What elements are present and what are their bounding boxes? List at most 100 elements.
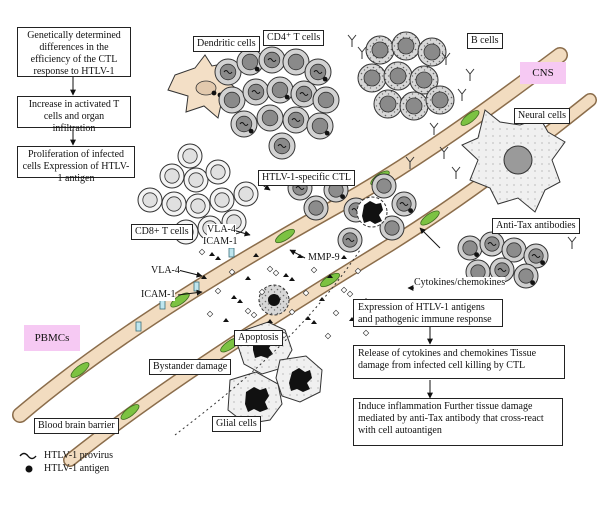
- infected-cell: [513, 263, 539, 289]
- chemokine-particle: [272, 269, 280, 277]
- b-cell: [399, 91, 429, 121]
- cytokine-particle: [231, 295, 237, 299]
- cd4-t-cell: [230, 110, 258, 138]
- antibody-icon: [405, 156, 415, 169]
- chemokine-particle: [340, 286, 348, 294]
- antibody-icon: [429, 122, 439, 135]
- b-cell: [373, 89, 403, 119]
- antibody-icon: [347, 34, 357, 47]
- legend-provirus-text: HTLV-1 provirus: [44, 450, 113, 461]
- cytokines-label: Cytokines/chemokines: [414, 277, 506, 289]
- infected-cell: [523, 243, 549, 269]
- cytokine-particle: [209, 252, 215, 256]
- infected-cell: [479, 231, 505, 257]
- vla4-upper-label: VLA-4: [207, 224, 236, 236]
- cd4-t-cell: [256, 104, 284, 132]
- cd8-t-cell: [137, 187, 163, 213]
- flow-box-antigen-expression: Expression of HTLV-1 antigens and pathog…: [353, 299, 503, 327]
- cd4-t-cell: [312, 86, 340, 114]
- cytokine-particle: [283, 273, 289, 277]
- antibody-icon: [457, 88, 467, 101]
- chemokine-particle: [346, 290, 354, 298]
- infected-cell: [457, 235, 483, 261]
- cd8-t-cell: [205, 159, 231, 185]
- flow-box-cytokine-release-text: Release of cytokines and chemokines Tiss…: [358, 348, 537, 371]
- infected-cell: [379, 215, 405, 241]
- b-cells-cluster: [357, 31, 455, 121]
- cd4-t-cell: [242, 78, 270, 106]
- cd8-t-cell: [183, 167, 209, 193]
- legend-antigen-text: HTLV-1 antigen: [44, 463, 110, 474]
- apoptosis-label: Apoptosis: [234, 330, 283, 346]
- cd8-t-cell: [177, 143, 203, 169]
- chemokine-particle: [206, 310, 214, 318]
- antibody-icon: [439, 146, 449, 159]
- infected-cell: [337, 227, 363, 253]
- cd8-t-cells-label: CD8+ T cells: [131, 224, 193, 240]
- chemokine-particle: [244, 307, 252, 315]
- flow-box-t-cell-increase-text: Increase in activated T cells and organ …: [28, 99, 120, 134]
- cytokine-particle: [223, 318, 229, 322]
- chemokine-particle: [258, 288, 266, 296]
- bbb-label: Blood brain barrier: [34, 418, 119, 434]
- b-cell: [365, 35, 395, 65]
- cd8-t-cell: [161, 191, 187, 217]
- cytokine-particle: [327, 274, 333, 278]
- cytokine-particle: [297, 254, 303, 258]
- chemokine-particle: [198, 248, 206, 256]
- infected-cell: [489, 257, 515, 283]
- icam1-upper-label: ICAM-1: [203, 236, 238, 248]
- flow-box-inflammation-text: Induce inflammation Further tissue damag…: [358, 401, 544, 436]
- glial-cells-label: Glial cells: [212, 416, 261, 432]
- chemokine-particle: [310, 266, 318, 274]
- b-cell: [357, 63, 387, 93]
- cd4-t-cell: [236, 48, 264, 76]
- antigen-legend-icon: [25, 465, 33, 473]
- antibody-icon: [567, 236, 577, 249]
- cytokine-particle: [267, 319, 273, 323]
- flow-box-t-cell-increase: Increase in activated T cells and organ …: [17, 96, 131, 134]
- cd4-t-cell: [268, 132, 296, 160]
- cd8-t-cell: [185, 193, 211, 219]
- chemokine-particle: [280, 331, 288, 339]
- chemokine-particle: [288, 308, 296, 316]
- cd4-t-cell: [214, 58, 242, 86]
- cd4-t-cell: [266, 76, 294, 104]
- cytokine-particle: [319, 297, 325, 301]
- flow-box-ctl-response-text: Genetically determined differences in th…: [27, 30, 121, 77]
- cd4-t-cell: [304, 58, 332, 86]
- antibody-icon: [451, 166, 461, 179]
- anti-tax-antibodies-label: Anti-Tax antibodies: [492, 218, 580, 234]
- cytokine-particle: [305, 316, 311, 320]
- cytokine-particles: [198, 248, 370, 340]
- cytokine-particle: [311, 320, 317, 324]
- cd8-t-cell: [233, 181, 259, 207]
- cytokine-particle: [201, 275, 207, 279]
- cytokine-particle: [341, 255, 347, 259]
- provirus-legend-icon: [19, 452, 37, 460]
- b-cell: [425, 85, 455, 115]
- flow-box-ctl-response: Genetically determined differences in th…: [17, 27, 131, 77]
- cd8-t-cell: [209, 187, 235, 213]
- b-cell: [391, 31, 421, 61]
- cytokine-particle: [237, 299, 243, 303]
- infected-cell: [371, 173, 397, 199]
- cytokine-particle: [275, 296, 281, 300]
- antibody-icon: [357, 46, 367, 59]
- chemokine-particle: [324, 332, 332, 340]
- vla4-lower-label: VLA-4: [151, 265, 180, 277]
- dendritic-cells-label: Dendritic cells: [193, 36, 260, 52]
- chemokine-particle: [354, 267, 362, 275]
- cd4-t-cell: [282, 106, 310, 134]
- cd4-t-cell: [218, 86, 246, 114]
- cd8-t-cells-cluster: [137, 143, 259, 245]
- cd4-t-cells-cluster: [214, 46, 340, 160]
- chemokine-particle: [250, 311, 258, 319]
- antibody-icon: [441, 52, 451, 65]
- bystander-damage-label: Bystander damage: [149, 359, 232, 375]
- cytokine-particle: [289, 277, 295, 281]
- infected-cell: [303, 195, 329, 221]
- cd4-t-cell: [290, 80, 318, 108]
- icam1-lower-label: ICAM-1: [141, 289, 176, 301]
- flow-box-proliferation: Proliferation of infected cells Expressi…: [17, 146, 135, 184]
